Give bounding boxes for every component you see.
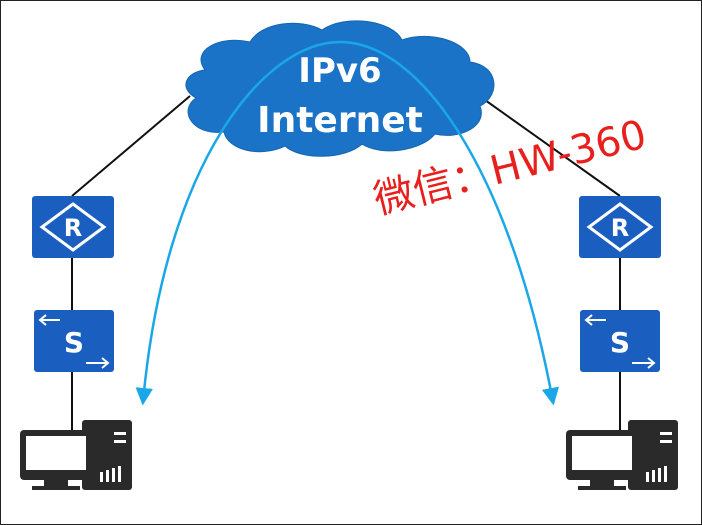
switch-left-icon: S	[34, 310, 114, 372]
pc-left-tower-slot1	[114, 432, 126, 435]
pc-right-tower-bar4	[664, 466, 667, 482]
router-left-icon: R	[32, 196, 114, 258]
switch-right-letter: S	[610, 326, 630, 359]
router-left-diamond	[39, 202, 107, 252]
cloud-label-line2: Internet	[257, 100, 423, 141]
pc-right-icon	[566, 420, 678, 490]
pc-left-tower-bar4	[118, 466, 121, 482]
pc-left-tower-bar2	[106, 470, 109, 482]
pc-right-tower-slot2	[660, 440, 672, 443]
pc-left-screen	[26, 436, 86, 470]
pc-right-stand	[590, 480, 614, 488]
pc-left-tower-bar1	[100, 472, 103, 482]
router-left-letter: R	[64, 214, 82, 242]
router-right-icon: R	[579, 196, 661, 258]
cloud-shape	[185, 20, 495, 157]
pc-left-stand	[44, 480, 68, 488]
router-left-body	[32, 196, 114, 258]
arrow-left-arc	[135, 40, 341, 406]
router-right-letter: R	[611, 214, 629, 242]
pc-right-tower-bar1	[646, 472, 649, 482]
router-right-body	[579, 196, 661, 258]
pc-right-tower-bar2	[652, 470, 655, 482]
arrow-right-arc	[339, 40, 560, 406]
internet-cloud-icon: IPv6 Internet	[185, 20, 495, 157]
cloud-label-line1: IPv6	[298, 51, 381, 91]
pc-left-icon	[20, 420, 132, 490]
switch-right-arrow-top-head	[584, 314, 593, 326]
switch-left-letter: S	[64, 326, 84, 359]
router-right-diamond	[586, 202, 654, 252]
switch-left-arrow-top-head	[38, 314, 47, 326]
switch-right-body	[580, 310, 660, 372]
link-cloud-router-left	[71, 95, 191, 197]
switch-right-arrow-bottom-head	[647, 357, 656, 369]
link-cloud-router-right	[484, 99, 621, 197]
switch-right-icon: S	[580, 310, 660, 372]
pc-right-base	[578, 486, 626, 490]
pc-left-base	[32, 486, 80, 490]
pc-left-tower-slot2	[114, 440, 126, 443]
pc-right-screen	[572, 436, 632, 470]
switch-left-arrow-bottom-head	[101, 357, 110, 369]
switch-left-body	[34, 310, 114, 372]
pc-right-tower-slot1	[660, 432, 672, 435]
pc-right-tower-bar3	[658, 468, 661, 482]
pc-left-tower-bar3	[112, 468, 115, 482]
